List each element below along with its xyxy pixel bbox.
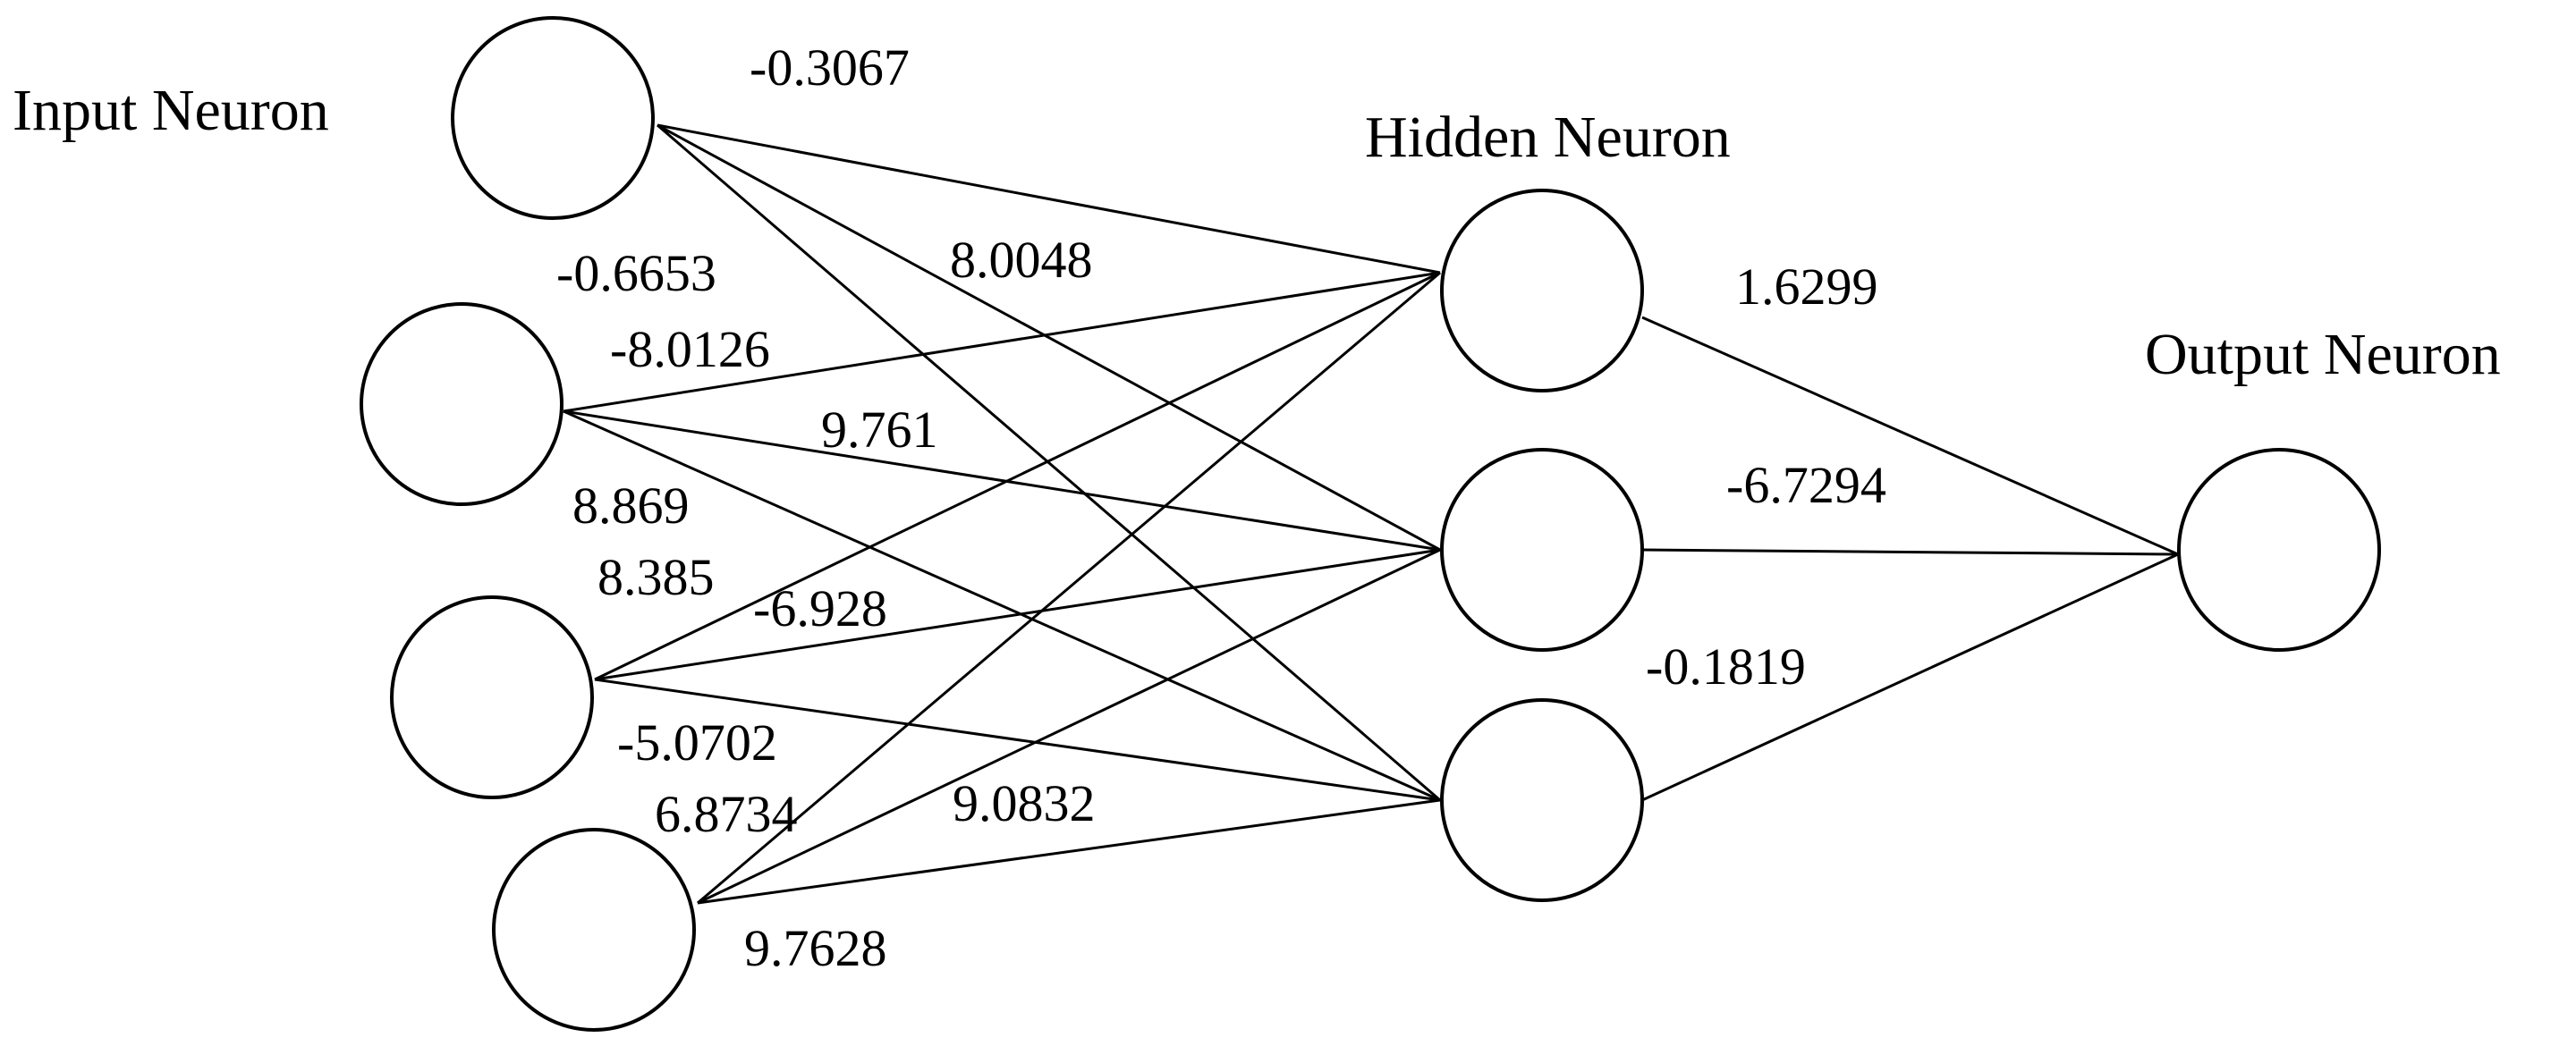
weight-label: 8.869 <box>572 477 690 535</box>
hidden-layer <box>1440 189 1644 902</box>
weight-label: 9.761 <box>821 401 938 459</box>
output-layer <box>2177 448 2381 652</box>
edge-input3-hidden2 <box>594 548 1441 681</box>
weight-label: 8.385 <box>597 548 715 606</box>
hidden-layer-label: Hidden Neuron <box>1365 105 1731 170</box>
weight-label: -6.7294 <box>1726 456 1886 514</box>
edge-input4-hidden3 <box>697 798 1441 905</box>
edge-input3-hidden3 <box>594 678 1441 802</box>
weight-label: -5.0702 <box>617 713 777 772</box>
edge-input1-hidden1 <box>657 123 1441 274</box>
input-neuron-4 <box>492 828 696 1032</box>
weight-label: 6.8734 <box>655 785 798 843</box>
input-hidden-connections <box>563 123 1441 905</box>
output-neuron <box>2177 448 2381 652</box>
input-neuron-2 <box>360 302 564 506</box>
hidden-neuron-2 <box>1440 448 1644 652</box>
output-layer-label: Output Neuron <box>2145 322 2501 387</box>
weight-label: -8.0126 <box>610 320 770 378</box>
hidden-neuron-3 <box>1440 698 1644 902</box>
edge-input2-hidden1 <box>563 271 1441 413</box>
edge-hidden1-output <box>1641 316 2179 556</box>
edge-input2-hidden3 <box>563 409 1441 802</box>
input-neuron-3 <box>390 595 594 799</box>
edge-hidden3-output <box>1641 553 2179 802</box>
edge-input1-hidden2 <box>657 123 1441 552</box>
edge-input4-hidden2 <box>697 548 1441 905</box>
input-layer <box>360 16 696 1032</box>
input-layer-label: Input Neuron <box>13 78 329 143</box>
hidden-neuron-1 <box>1440 189 1644 392</box>
weight-label: 9.7628 <box>744 919 887 977</box>
weight-label: 9.0832 <box>953 774 1096 832</box>
hidden-output-weight-labels: 1.6299 -6.7294 -0.1819 <box>1646 257 1886 696</box>
weight-label: 1.6299 <box>1735 257 1878 316</box>
edge-hidden2-output <box>1641 548 2179 556</box>
hidden-output-connections <box>1641 316 2179 802</box>
edge-input1-hidden3 <box>657 123 1441 802</box>
weight-label: -0.1819 <box>1646 637 1806 696</box>
input-hidden-weight-labels: -0.3067 8.0048 -0.6653 -8.0126 9.761 8.8… <box>556 38 1096 977</box>
weight-label: 8.0048 <box>950 231 1093 289</box>
weight-label: -0.6653 <box>556 244 716 302</box>
edge-input4-hidden1 <box>697 271 1441 905</box>
edge-input3-hidden1 <box>594 271 1441 681</box>
edge-input2-hidden2 <box>563 409 1441 552</box>
weight-label: -6.928 <box>753 579 887 637</box>
weight-label: -0.3067 <box>750 38 910 97</box>
input-neuron-1 <box>451 16 655 220</box>
